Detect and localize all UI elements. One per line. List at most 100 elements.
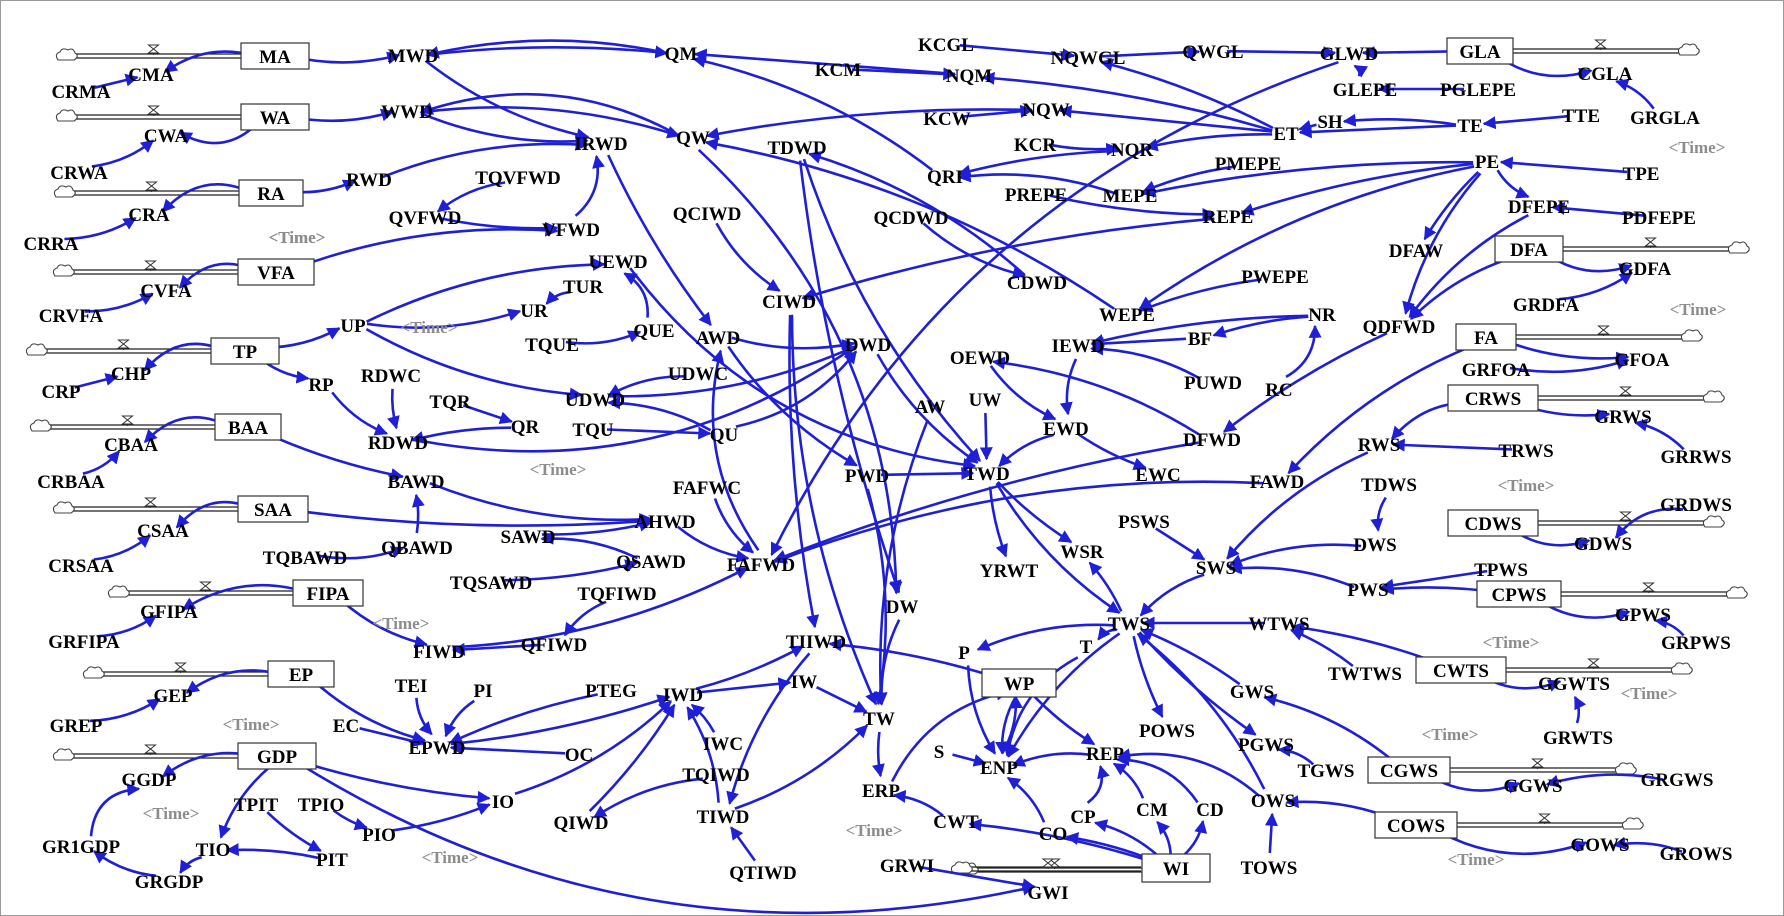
causal-link-arrow xyxy=(734,724,869,810)
variable-pwd: PWD xyxy=(845,466,889,487)
causal-link-arrow xyxy=(802,158,981,462)
variable-bf: BF xyxy=(1188,329,1212,350)
causal-link-arrow xyxy=(387,388,400,430)
causal-link-arrow xyxy=(979,412,993,461)
variable-tqbawd: TQBAWD xyxy=(263,548,347,569)
causal-link-arrow xyxy=(966,665,997,755)
variable-ewd: EWD xyxy=(1043,419,1088,440)
causal-link-arrow xyxy=(976,623,1116,651)
cloud-icon xyxy=(53,185,76,198)
causal-link-arrow xyxy=(1298,124,1457,139)
causal-link-arrow xyxy=(735,350,858,428)
stock-wi: WI xyxy=(1141,853,1211,883)
variable-grfoa: GRFOA xyxy=(1462,360,1531,381)
variable-grgws: GRGWS xyxy=(1641,770,1714,791)
causal-link-arrow xyxy=(1370,496,1387,532)
variable-erp: ERP xyxy=(862,781,900,802)
causal-link-arrow xyxy=(359,727,425,748)
causal-link-arrow xyxy=(1408,213,1529,318)
variable-sawd: SAWD xyxy=(501,527,556,548)
causal-link-arrow xyxy=(713,498,755,554)
cloud-icon xyxy=(1725,586,1748,599)
causal-link-arrow xyxy=(1090,342,1201,380)
cloud-icon xyxy=(52,501,75,514)
variable-pdfepe: PDFEPE xyxy=(1622,208,1696,229)
variable-nqw: NQW xyxy=(1022,100,1070,121)
variable-wsr: WSR xyxy=(1060,542,1104,563)
stock-gla: GLA xyxy=(1446,37,1514,65)
causal-link-arrow xyxy=(1048,142,1120,156)
causal-link-arrow xyxy=(443,699,475,738)
causal-link-arrow xyxy=(952,753,987,767)
variable-gfipa: GFIPA xyxy=(140,602,198,623)
causal-link-arrow xyxy=(1097,626,1117,641)
variable-qciwd: QCIWD xyxy=(673,204,742,225)
causal-link-arrow xyxy=(420,106,681,139)
stock-saa: SAA xyxy=(237,495,309,523)
variable-wwd: WWD xyxy=(381,102,433,123)
causal-link-arrow xyxy=(286,508,653,528)
variable-tqvfwd: TQVFWD xyxy=(475,168,561,189)
causal-link-arrow xyxy=(84,292,154,313)
variable-tdws: TDWS xyxy=(1361,475,1417,496)
causal-link-arrow xyxy=(866,488,888,706)
causal-link-arrow xyxy=(1007,632,1121,758)
causal-link-arrow xyxy=(1634,418,1685,451)
causal-link-arrow xyxy=(1077,433,1147,471)
stock-gdp: GDP xyxy=(237,742,317,770)
causal-link-arrow xyxy=(715,222,781,292)
stock-cgws: CGWS xyxy=(1367,756,1451,784)
shadow-variable-time: <Time> xyxy=(373,614,430,633)
causal-link-arrow xyxy=(608,345,856,398)
causal-link-arrow xyxy=(1011,752,1092,767)
variable-crwa: CRWA xyxy=(50,163,108,184)
variable-cwt: CWT xyxy=(933,812,979,833)
stock-label: FA xyxy=(1474,328,1498,349)
variable-grows: GROWS xyxy=(1660,844,1733,865)
valve-icon xyxy=(1594,39,1607,50)
cloud-icon xyxy=(1614,762,1637,775)
variable-ec: EC xyxy=(333,716,359,737)
causal-link-arrow xyxy=(462,404,513,425)
variable-tgws: TGWS xyxy=(1297,761,1354,782)
causal-link-arrow xyxy=(1058,105,1273,133)
variable-dfwd: DFWD xyxy=(1183,430,1241,451)
variable-gdws: GDWS xyxy=(1574,534,1632,555)
valve-icon xyxy=(144,497,157,508)
stock-cpws: CPWS xyxy=(1476,580,1562,608)
causal-link-arrow xyxy=(1391,438,1513,452)
variable-tpws: TPWS xyxy=(1474,560,1528,581)
variable-cp: CP xyxy=(1070,807,1096,828)
variable-awd: AWD xyxy=(696,328,740,349)
causal-link-arrow xyxy=(97,614,157,638)
stock-label: TP xyxy=(233,342,258,363)
causal-link-arrow xyxy=(436,181,506,213)
variable-rep: REP xyxy=(1086,744,1124,765)
valve-icon xyxy=(145,181,158,192)
variable-rdwd: RDWD xyxy=(368,433,428,454)
variable-rp: RP xyxy=(308,375,334,396)
causal-link-arrow xyxy=(704,137,1115,310)
stock-label: WP xyxy=(1004,674,1035,695)
causal-link-arrow xyxy=(981,71,1273,132)
variable-qcdwd: QCDWD xyxy=(874,208,949,229)
causal-link-arrow xyxy=(450,694,671,746)
variable-qvfwd: QVFWD xyxy=(389,208,462,229)
causal-link-arrow xyxy=(1086,764,1110,804)
causal-link-arrow xyxy=(1285,324,1322,379)
stock-fipa: FIPA xyxy=(292,579,364,607)
valve-icon xyxy=(199,581,212,592)
causal-link-arrow xyxy=(892,789,944,817)
causal-link-arrow xyxy=(94,73,139,89)
causal-link-arrow xyxy=(1156,821,1172,856)
causal-link-arrow xyxy=(1132,635,1164,718)
variable-pglepe: PGLEPE xyxy=(1440,80,1516,101)
variable-grgdp: GRGDP xyxy=(135,872,204,893)
variable-pgws: PGWS xyxy=(1238,735,1294,756)
causal-link-arrow xyxy=(798,160,902,594)
variable-qw: QW xyxy=(676,128,710,149)
variable-iwd: IWD xyxy=(663,685,703,706)
causal-link-arrow xyxy=(593,777,703,819)
variable-vfwd: VFWD xyxy=(542,220,600,241)
